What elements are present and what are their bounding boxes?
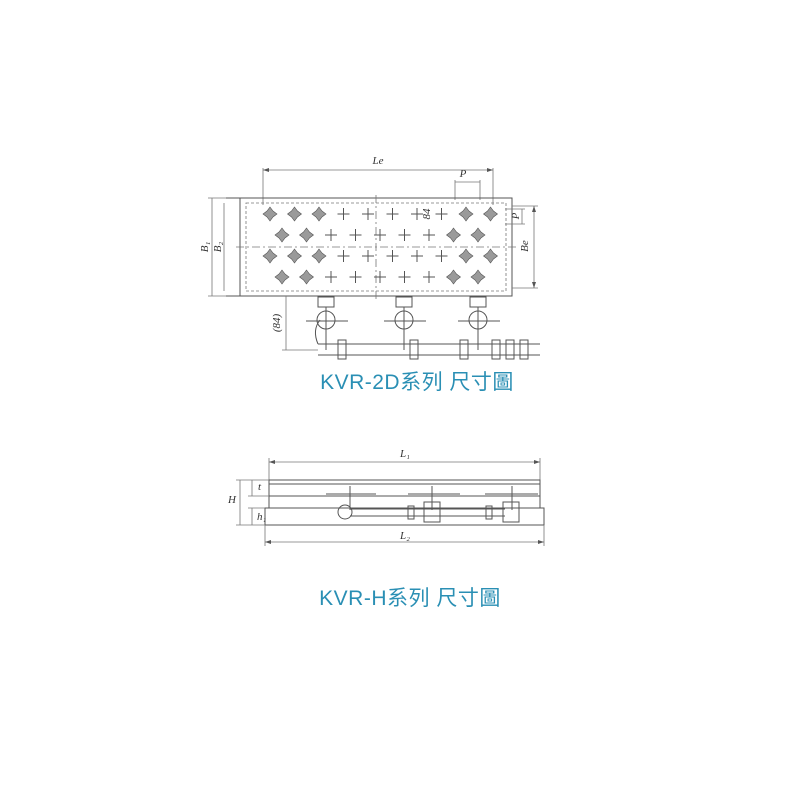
magnet-pole-star — [299, 227, 314, 243]
pole-cross-mark — [411, 250, 423, 262]
kvr-h-caption: KVR-H系列 尺寸圖 — [319, 587, 501, 610]
pole-cross-mark — [398, 229, 411, 241]
magnet-pole-star — [470, 227, 486, 243]
pole-cross-mark — [423, 229, 435, 241]
pole-cross-mark — [362, 208, 374, 220]
pole-cross-mark — [349, 229, 362, 241]
magnet-pole-star — [483, 248, 498, 264]
magnet-pole-star — [274, 227, 290, 243]
dim-b2-label: B₂ — [212, 242, 224, 253]
pole-cross-mark — [325, 229, 337, 241]
dim-p-label: P — [459, 168, 467, 180]
magnet-pole-star — [446, 227, 461, 243]
magnet-pole-star — [483, 206, 498, 222]
magnet-pole-star — [458, 206, 474, 222]
dim-offset-label: (84) — [271, 314, 283, 333]
kvr-2d-caption: KVR-2D系列 尺寸圖 — [320, 371, 514, 394]
pole-cross-mark — [374, 229, 386, 241]
pole-cross-mark — [325, 271, 337, 283]
dim-b1-label: B₁ — [199, 242, 211, 253]
pole-cross-mark — [411, 208, 423, 220]
magnet-pole-star — [287, 248, 302, 264]
pole-cross-mark — [362, 250, 374, 262]
magnet-pole-star — [311, 206, 327, 222]
top-valve-assembly — [306, 296, 540, 360]
magnet-pole-star — [458, 248, 474, 264]
dim-le-label: Le — [372, 155, 384, 167]
pole-cross-mark — [374, 271, 386, 283]
pole-cross-mark — [386, 208, 399, 220]
pole-cross-mark — [435, 208, 448, 220]
magnet-pole-star — [262, 206, 278, 222]
pole-cross-mark — [386, 250, 399, 262]
magnet-pole-star — [274, 269, 290, 285]
magnet-pole-star — [446, 269, 461, 285]
pole-cross-mark — [398, 271, 411, 283]
magnet-pole-star — [470, 269, 486, 285]
magnet-pole-star — [287, 206, 302, 222]
magnet-pole-star — [311, 248, 327, 264]
pole-cross-mark — [423, 271, 435, 283]
magnet-pole-star — [299, 269, 314, 285]
magnetic-pole-grid — [262, 206, 498, 285]
pole-cross-mark — [337, 208, 350, 220]
pole-cross-mark — [435, 250, 448, 262]
dim-p-small-label: P — [510, 212, 522, 220]
magnet-pole-star — [262, 248, 278, 264]
dim-pitch-label: 84 — [421, 208, 433, 220]
dim-be-label: Be — [519, 240, 531, 252]
pole-cross-mark — [337, 250, 350, 262]
pole-cross-mark — [349, 271, 362, 283]
